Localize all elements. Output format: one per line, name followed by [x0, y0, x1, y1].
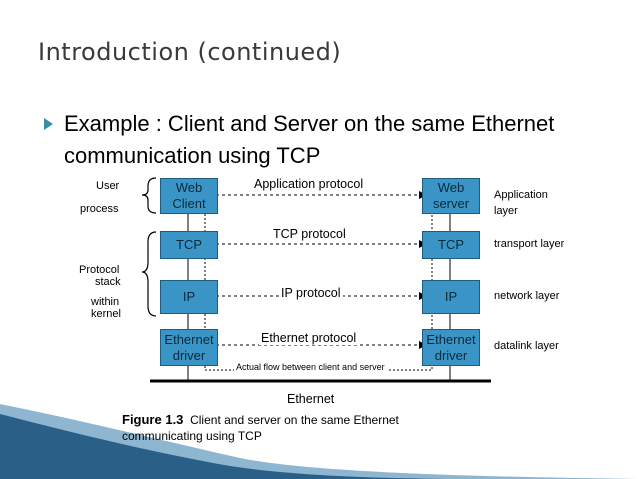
- label-stack: stack: [95, 276, 121, 288]
- label-tcp-protocol: TCP protocol: [271, 227, 348, 241]
- label-within: within: [91, 296, 120, 308]
- figure-number: Figure 1.3: [122, 412, 184, 427]
- bullet-text: Example : Client and Server on the same …: [64, 111, 555, 168]
- label-ethernet: Ethernet: [287, 392, 335, 406]
- brace-kernel: [141, 231, 157, 317]
- figure-caption-text: Client and server on the same Ethernet c…: [122, 413, 399, 443]
- box-web-server: Web server: [422, 178, 480, 214]
- box-ethernet-driver-client: Ethernet driver: [160, 329, 218, 366]
- slide-title: Introduction (continued): [38, 38, 342, 66]
- box-tcp-server: TCP: [422, 231, 480, 259]
- figure-caption: Figure 1.3 Client and server on the same…: [122, 412, 482, 444]
- label-protocol: Protocol: [79, 264, 120, 276]
- label-ethernet-protocol: Ethernet protocol: [259, 331, 359, 345]
- box-tcp-client: TCP: [160, 231, 218, 259]
- label-application-layer: Application layer: [494, 189, 548, 217]
- label-application-protocol: Application protocol: [252, 177, 366, 191]
- label-kernel: kernel: [91, 308, 121, 320]
- label-network-layer: network layer: [494, 290, 560, 302]
- label-actual-flow: Actual flow between client and server: [234, 362, 387, 372]
- bullet-arrow-icon: [44, 118, 53, 130]
- label-datalink-layer: datalink layer: [494, 340, 559, 352]
- box-web-client: Web Client: [160, 178, 218, 214]
- box-ethernet-driver-server: Ethernet driver: [422, 329, 480, 366]
- label-ip-protocol: IP protocol: [279, 286, 343, 300]
- label-user: User: [96, 180, 120, 192]
- box-ip-client: IP: [160, 280, 218, 314]
- label-process: process: [80, 203, 119, 215]
- label-transport-layer: transport layer: [494, 238, 565, 250]
- box-ip-server: IP: [422, 280, 480, 314]
- brace-user: [141, 177, 157, 214]
